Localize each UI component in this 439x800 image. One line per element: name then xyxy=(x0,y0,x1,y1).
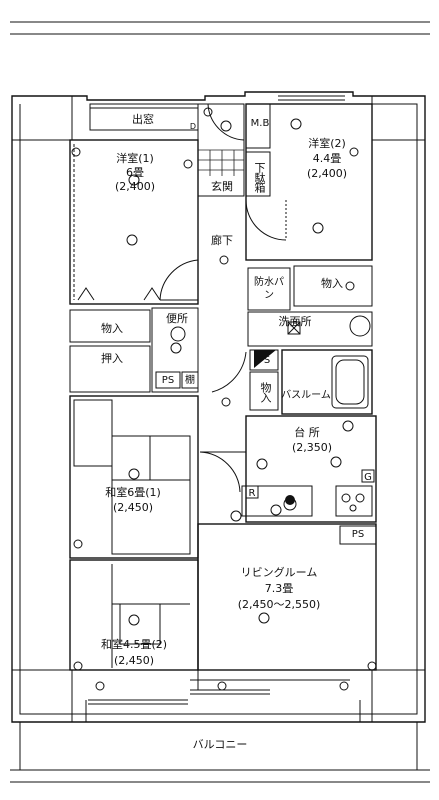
label-western1-dim: (2,400) xyxy=(114,180,156,193)
range-burner-icon xyxy=(285,495,295,505)
label-storage-right: 物入 xyxy=(321,277,343,290)
label-bathroom: バスルーム xyxy=(281,390,331,401)
label-storage-mid: 物入 xyxy=(259,382,272,402)
label-washitsu2-name: 和室4.5畳(2) xyxy=(100,638,168,651)
label-living-size: 7.3畳 xyxy=(264,582,294,595)
label-demado: 出窓 xyxy=(132,113,154,126)
label-toilet: 便所 xyxy=(166,312,188,325)
label-shoebox: 下駄箱 xyxy=(253,162,266,192)
label-kitchen-dim: (2,350) xyxy=(291,441,333,454)
label-storage-left: 物入 xyxy=(101,322,123,335)
label-g-mark: G xyxy=(364,472,372,483)
label-western2-size: 4.4畳 xyxy=(312,152,342,165)
label-living-name: リビングルーム xyxy=(240,566,318,579)
label-balcony: バルコニー xyxy=(192,738,248,751)
meter-mark-icon xyxy=(254,350,276,368)
label-washitsu2-dim: (2,450) xyxy=(113,654,155,667)
label-hallway: 廊下 xyxy=(211,234,233,247)
label-living-dim: (2,450〜2,550) xyxy=(237,598,321,611)
label-oshiire: 押入 xyxy=(101,352,123,365)
label-bouso-pan: 防水パン xyxy=(254,277,284,301)
label-d-mark: D xyxy=(189,122,197,131)
label-western2-name: 洋室(2) xyxy=(308,137,346,150)
label-genkan: 玄関 xyxy=(211,180,233,193)
label-tana: 棚 xyxy=(185,375,195,386)
label-mb: M.B xyxy=(250,118,270,129)
label-washitsu1-name: 和室6畳(1) xyxy=(105,486,161,499)
label-r-mark: R xyxy=(248,488,256,499)
label-kitchen-name: 台 所 xyxy=(294,426,320,439)
label-ps-kitchen: PS xyxy=(351,529,365,540)
label-western1-name: 洋室(1) xyxy=(116,152,154,165)
label-washitsu1-dim: (2,450) xyxy=(112,501,154,514)
label-western2-dim: (2,400) xyxy=(306,167,348,180)
label-ps-left: PS xyxy=(161,375,175,386)
label-ps-mid: PS xyxy=(257,355,271,366)
label-western1-size: 6畳 xyxy=(126,166,144,179)
label-senmenjo: 洗面所 xyxy=(278,315,312,328)
